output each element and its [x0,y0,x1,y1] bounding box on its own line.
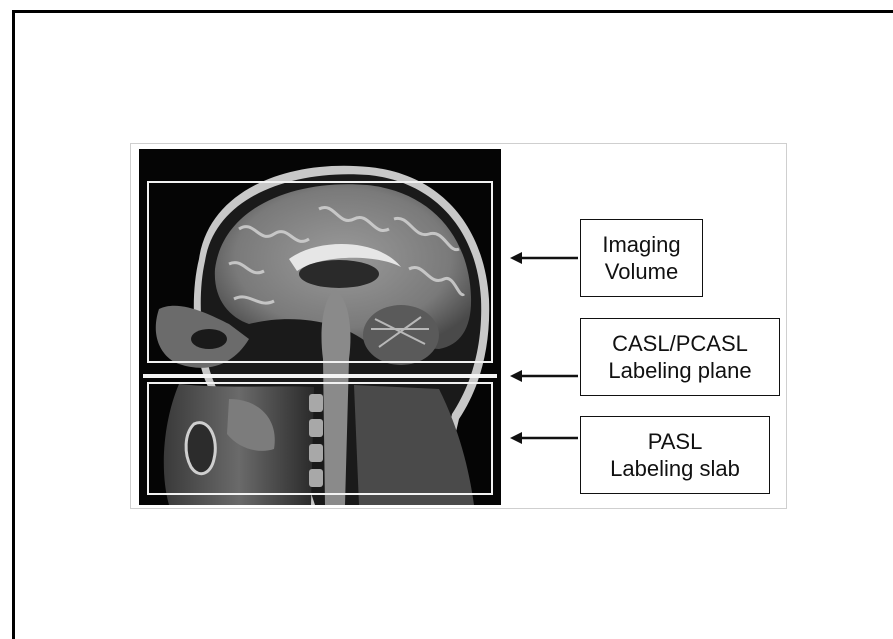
imaging-volume-line1: Imaging [602,231,680,258]
labeling-plane-line [143,374,497,378]
labeling-slab-line2: Labeling slab [610,455,740,482]
imaging-volume-box [147,181,493,363]
labeling-plane-label: CASL/PCASL Labeling plane [580,318,780,396]
labeling-slab-line1: PASL [648,428,703,455]
imaging-volume-label: Imaging Volume [580,219,703,297]
imaging-volume-line2: Volume [605,258,678,285]
arrow-left-icon [508,368,578,384]
labeling-plane-line1: CASL/PCASL [612,330,748,357]
arrow-left-icon [508,430,578,446]
arrow-left-icon [508,250,578,266]
labeling-slab-box [147,382,493,495]
labeling-slab-label: PASL Labeling slab [580,416,770,494]
labeling-plane-line2: Labeling plane [608,357,751,384]
